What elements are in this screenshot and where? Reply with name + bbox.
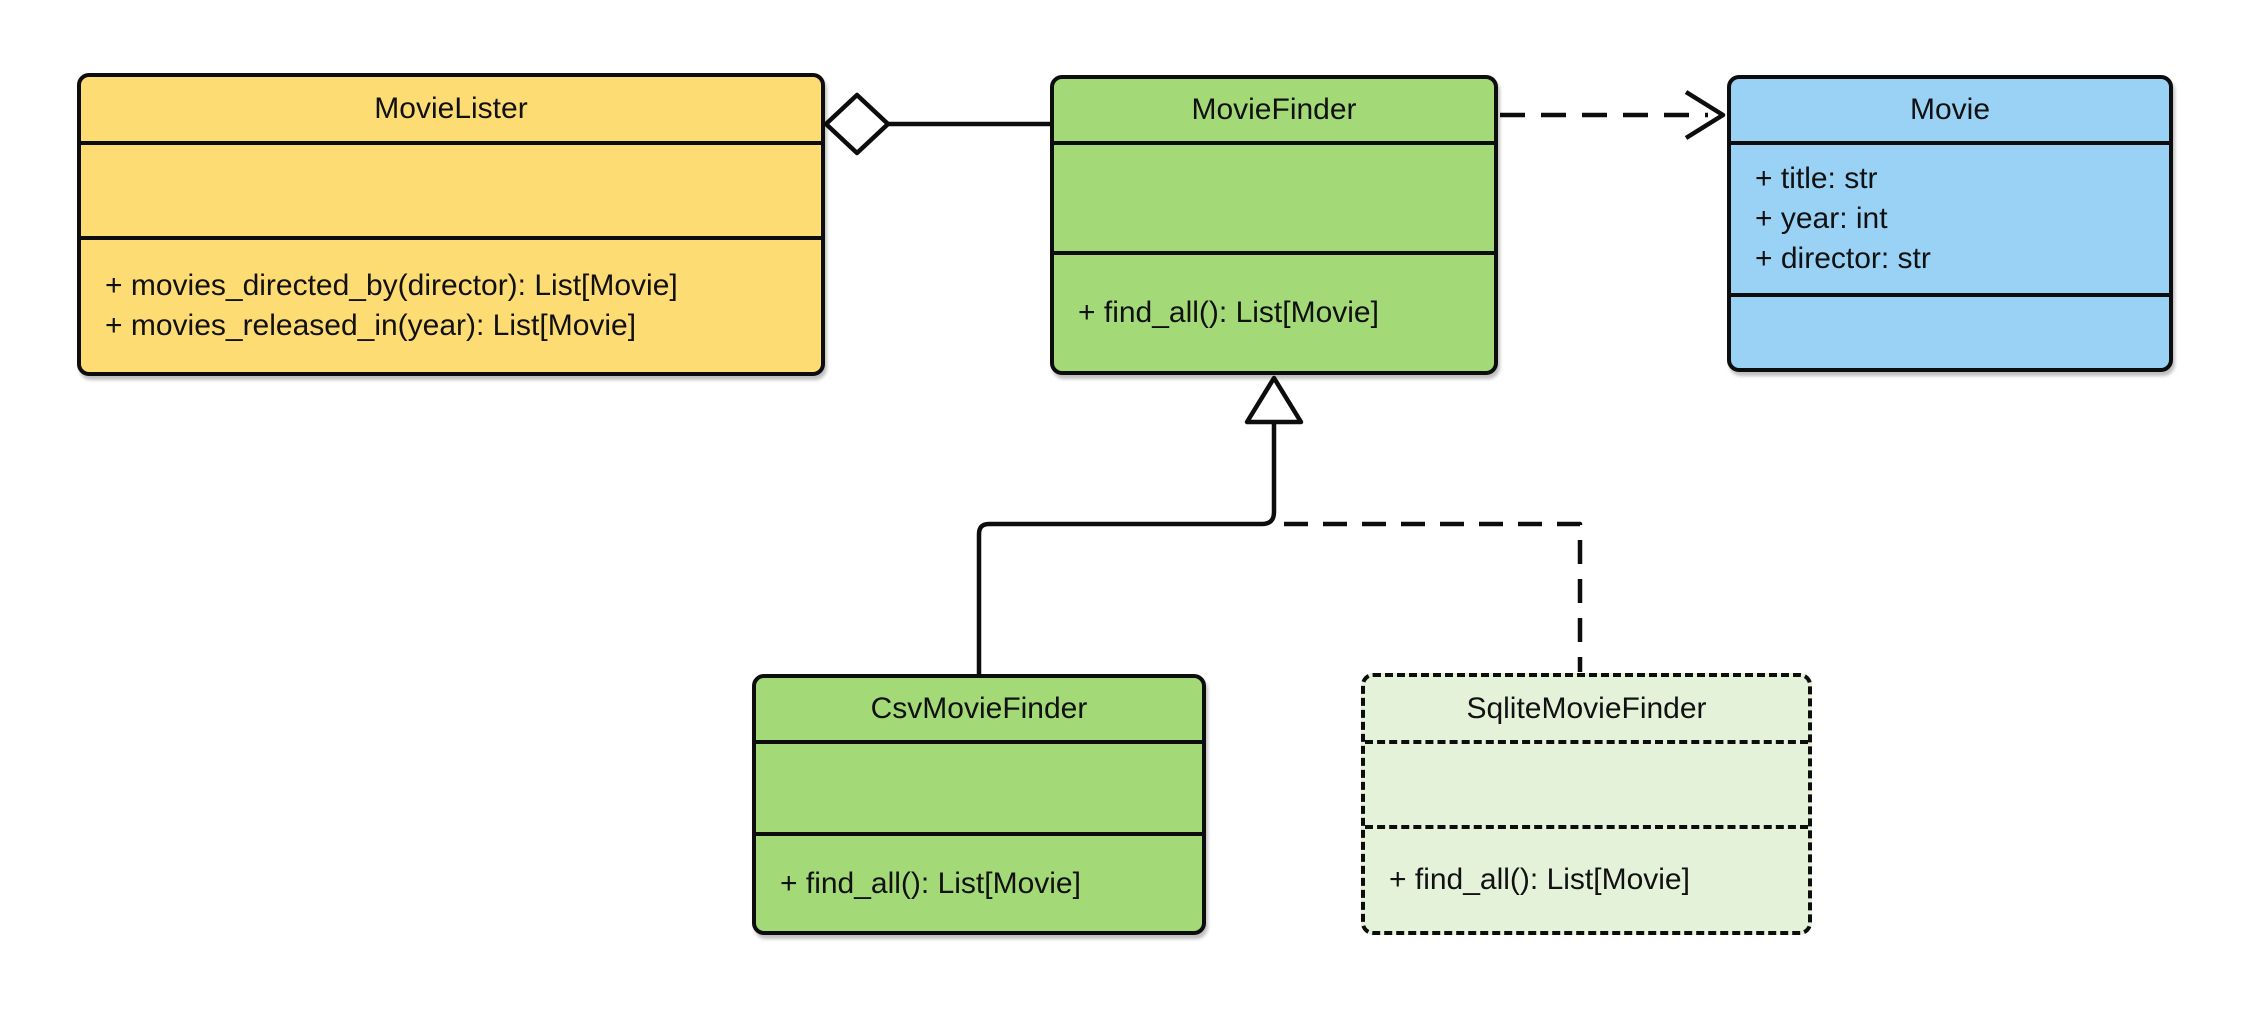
class-methods: + find_all(): List[Movie]: [1365, 829, 1808, 931]
class-title: MovieFinder: [1054, 79, 1494, 145]
method-label: + find_all(): List[Movie]: [1389, 863, 1690, 896]
class-title: MovieLister: [81, 77, 821, 145]
dependency-arrowhead: [1684, 90, 1726, 140]
class-movie-lister: MovieLister + movies_directed_by(directo…: [77, 73, 825, 376]
class-methods: + find_all(): List[Movie]: [1054, 255, 1494, 371]
attribute-label: + title: str: [1755, 162, 1878, 195]
class-csv-movie-finder: CsvMovieFinder + find_all(): List[Movie]: [752, 674, 1206, 935]
class-attributes-empty: [81, 145, 821, 240]
class-title: CsvMovieFinder: [756, 678, 1202, 744]
generalization-connector-solid: [976, 375, 1304, 676]
class-methods: + movies_directed_by(director): List[Mov…: [81, 240, 821, 372]
method-label: + movies_released_in(year): List[Movie]: [105, 309, 637, 342]
class-attributes: + title: str + year: int + director: str: [1731, 145, 2169, 297]
class-attributes-empty: [756, 744, 1202, 836]
class-sqlite-movie-finder: SqliteMovieFinder + find_all(): List[Mov…: [1361, 673, 1812, 935]
generalization-line-dashed: [1284, 521, 1583, 672]
method-label: + find_all(): List[Movie]: [1078, 296, 1379, 329]
attribute-label: + year: int: [1755, 202, 1888, 235]
attribute-label: + director: str: [1755, 242, 1931, 275]
class-movie-finder: MovieFinder + find_all(): List[Movie]: [1050, 75, 1498, 375]
generalization-connector-dashed: [1284, 521, 1583, 672]
class-movie: Movie + title: str + year: int + directo…: [1727, 75, 2173, 372]
class-title: Movie: [1731, 79, 2169, 145]
aggregation-diamond: [823, 92, 891, 156]
inheritance-triangle: [1244, 375, 1304, 425]
method-label: + find_all(): List[Movie]: [780, 866, 1081, 900]
class-title: SqliteMovieFinder: [1365, 677, 1808, 744]
aggregation-connector: [823, 92, 1052, 156]
class-methods: + find_all(): List[Movie]: [756, 836, 1202, 931]
class-attributes-empty: [1054, 145, 1494, 255]
class-methods-empty: [1731, 297, 2169, 368]
method-label: + movies_directed_by(director): List[Mov…: [105, 269, 678, 302]
generalization-line-solid: [976, 423, 1277, 676]
dependency-connector: [1500, 90, 1726, 140]
class-attributes-empty: [1365, 744, 1808, 829]
